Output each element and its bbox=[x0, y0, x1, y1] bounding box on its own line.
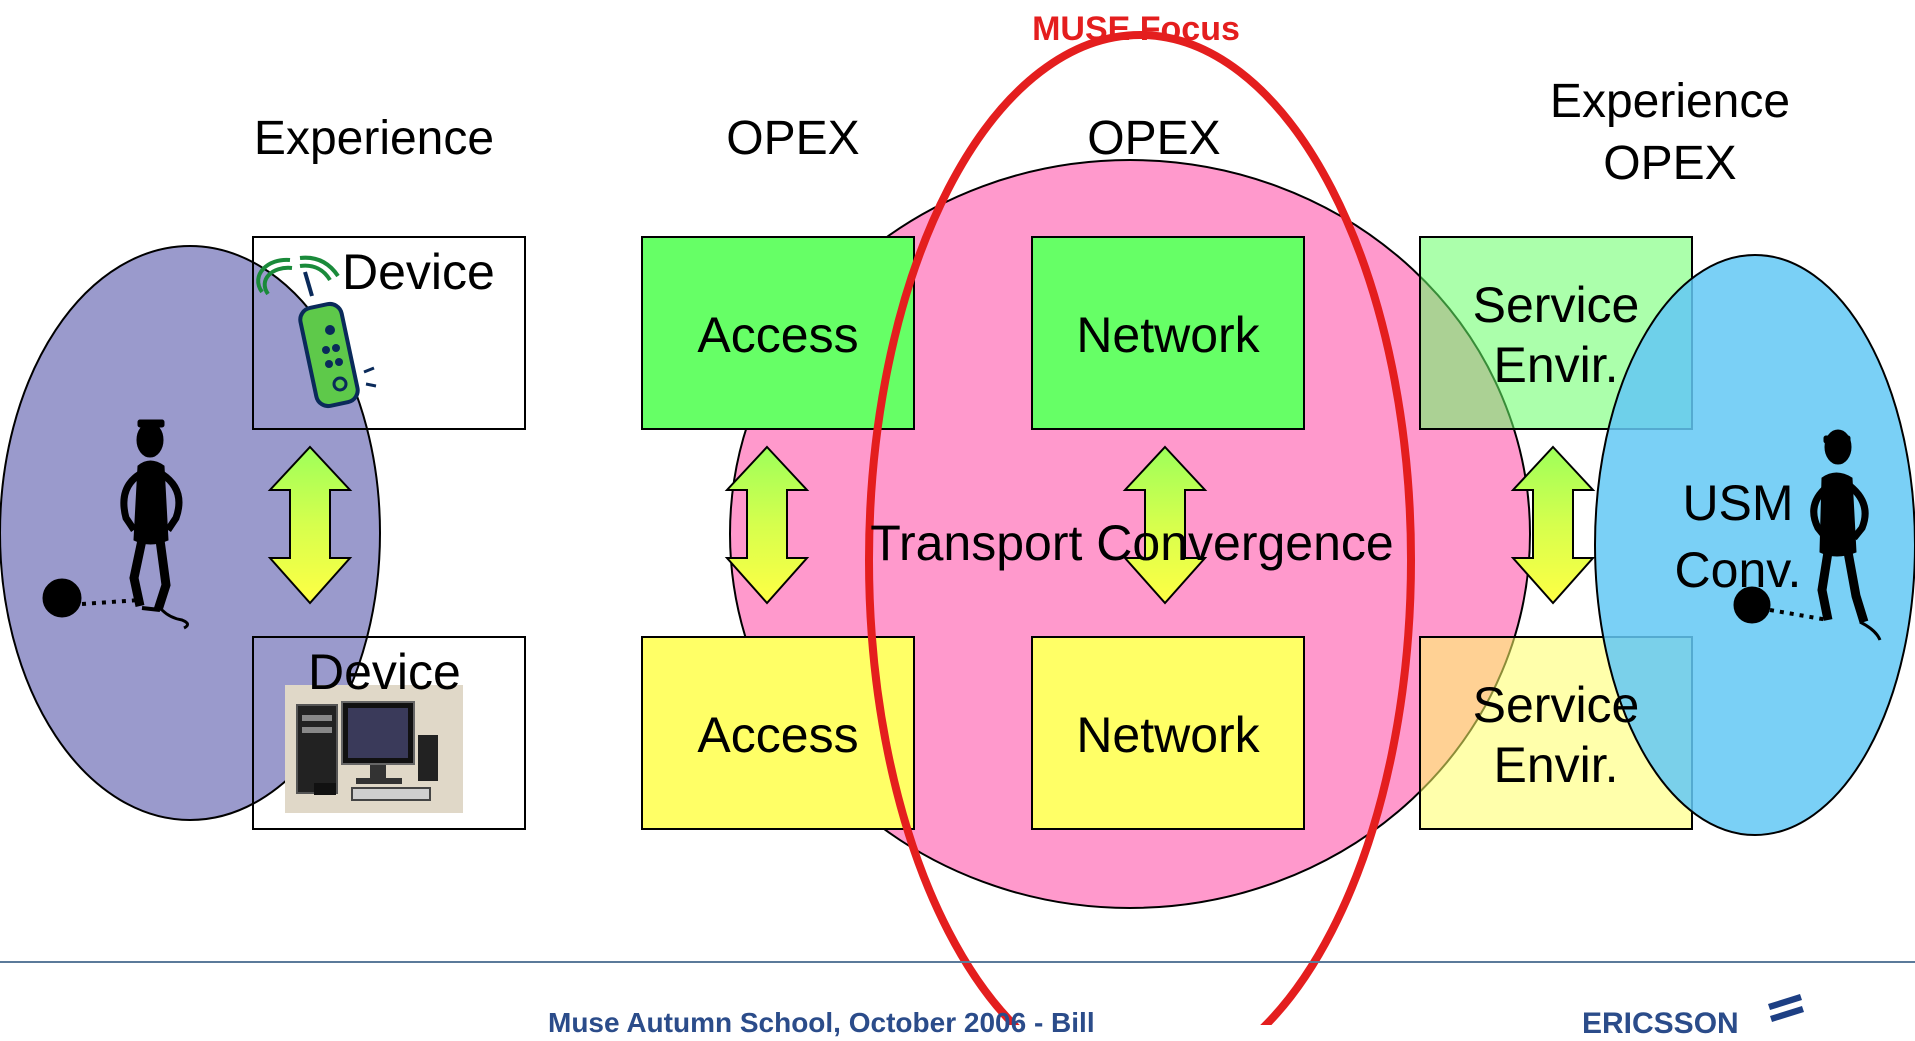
footer-text: Muse Autumn School, October 2006 - Bill bbox=[548, 1007, 1095, 1038]
device-top-label: Device bbox=[342, 244, 495, 300]
network-box-bottom bbox=[1031, 636, 1305, 830]
double-arrow-device bbox=[267, 445, 353, 605]
ericsson-logo-text: ERICSSON bbox=[1582, 1007, 1739, 1040]
ericsson-logo-icon bbox=[1768, 994, 1804, 1022]
network-box-top bbox=[1031, 236, 1305, 430]
muse-focus-ellipse bbox=[865, 31, 1415, 1025]
access-box-bottom bbox=[641, 636, 915, 830]
header-opex-access: OPEX bbox=[726, 112, 860, 165]
double-arrow-access bbox=[724, 445, 810, 605]
access-box-top bbox=[641, 236, 915, 430]
device-bottom-label: Device bbox=[308, 644, 461, 700]
usm-convergence-ellipse bbox=[1594, 254, 1915, 836]
access-bottom-label: Access bbox=[697, 707, 859, 763]
transport-convergence-ellipse bbox=[729, 159, 1531, 909]
double-arrow-service bbox=[1510, 445, 1596, 605]
service-top-label-line2: Envir. bbox=[1493, 337, 1619, 393]
header-opex-network: OPEX bbox=[1087, 112, 1221, 165]
muse-focus-title: MUSE Focus bbox=[1032, 10, 1240, 48]
network-top-label: Network bbox=[1076, 307, 1260, 363]
service-bottom-label-line2: Envir. bbox=[1493, 737, 1619, 793]
access-top-label: Access bbox=[697, 307, 859, 363]
conv-label: Conv. bbox=[1674, 542, 1802, 598]
header-experience-right: Experience bbox=[1549, 75, 1791, 128]
service-bottom-label-line1: Service bbox=[1472, 677, 1640, 733]
header-experience-left: Experience bbox=[253, 112, 495, 165]
transport-convergence-label: Transport Convergence bbox=[870, 515, 1394, 571]
header-opex-right: OPEX bbox=[1603, 137, 1737, 190]
network-bottom-label: Network bbox=[1076, 707, 1260, 763]
device-box-bottom bbox=[252, 636, 526, 830]
user-domain-ellipse bbox=[0, 245, 381, 821]
left-stick-figure-with-ball-and-chain bbox=[42, 419, 189, 630]
double-arrow-network bbox=[1122, 445, 1208, 605]
desktop-computer-icon bbox=[285, 685, 463, 813]
service-top-label-line1: Service bbox=[1472, 277, 1640, 333]
usm-label: USM bbox=[1682, 475, 1794, 531]
device-box-top bbox=[252, 236, 526, 430]
mobile-phone-icon bbox=[256, 255, 377, 409]
right-stick-figure-with-ball-and-chain bbox=[1733, 429, 1882, 641]
